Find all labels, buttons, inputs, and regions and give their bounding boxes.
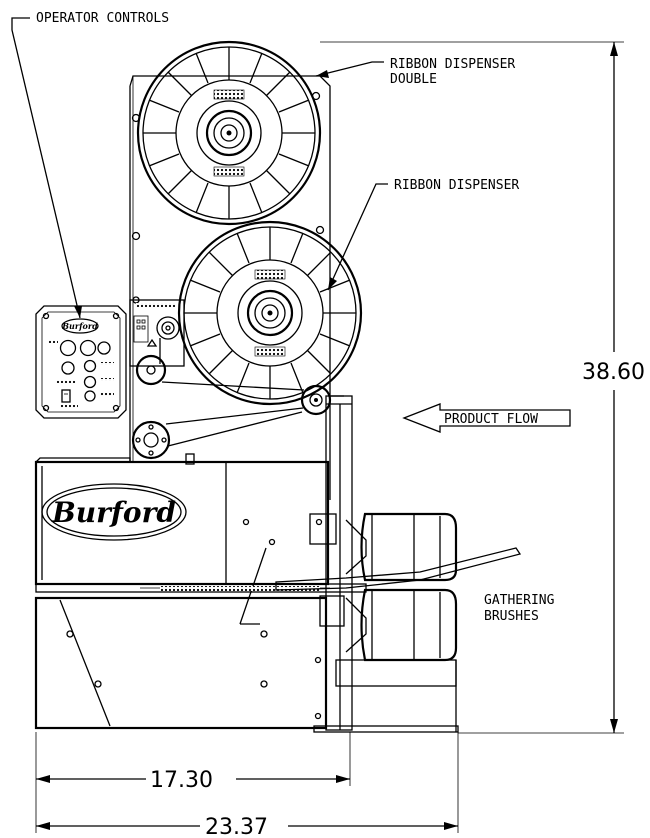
ribbon-path-rollers [131, 354, 344, 460]
dimension-height: 38.60 [582, 360, 645, 385]
product-flow-arrow: PRODUCT FLOW [402, 403, 571, 433]
ribbon-dispenser-reel [177, 220, 363, 406]
machine-frame [129, 75, 331, 500]
tension-control-box [129, 299, 185, 367]
conveyor-base [34, 395, 522, 733]
label-gathering-brushes-2: BRUSHES [484, 609, 539, 624]
label-operator-controls: OPERATOR CONTROLS [36, 11, 169, 26]
label-product-flow: PRODUCT FLOW [444, 412, 538, 427]
logo-text: Burford [51, 496, 176, 529]
svg-text:Burford: Burford [61, 321, 98, 331]
label-ribbon-dispenser-double-2: DOUBLE [390, 72, 437, 87]
label-gathering-brushes-1: GATHERING [484, 593, 555, 608]
height-dimension: 38.60 [320, 41, 645, 734]
ribbon-dispenser-double-reel [136, 40, 322, 226]
dimension-overall-width: 23.37 [205, 815, 268, 838]
dimension-inner-width: 17.30 [150, 768, 213, 793]
label-ribbon-dispenser: RIBBON DISPENSER [394, 178, 519, 193]
operator-control-panel: Burford [35, 305, 127, 419]
label-ribbon-dispenser-double-1: RIBBON DISPENSER [390, 57, 515, 72]
gathering-brushes [345, 512, 458, 662]
width-dimensions: 17.30 23.37 [35, 732, 459, 838]
leader-lines [11, 17, 388, 319]
